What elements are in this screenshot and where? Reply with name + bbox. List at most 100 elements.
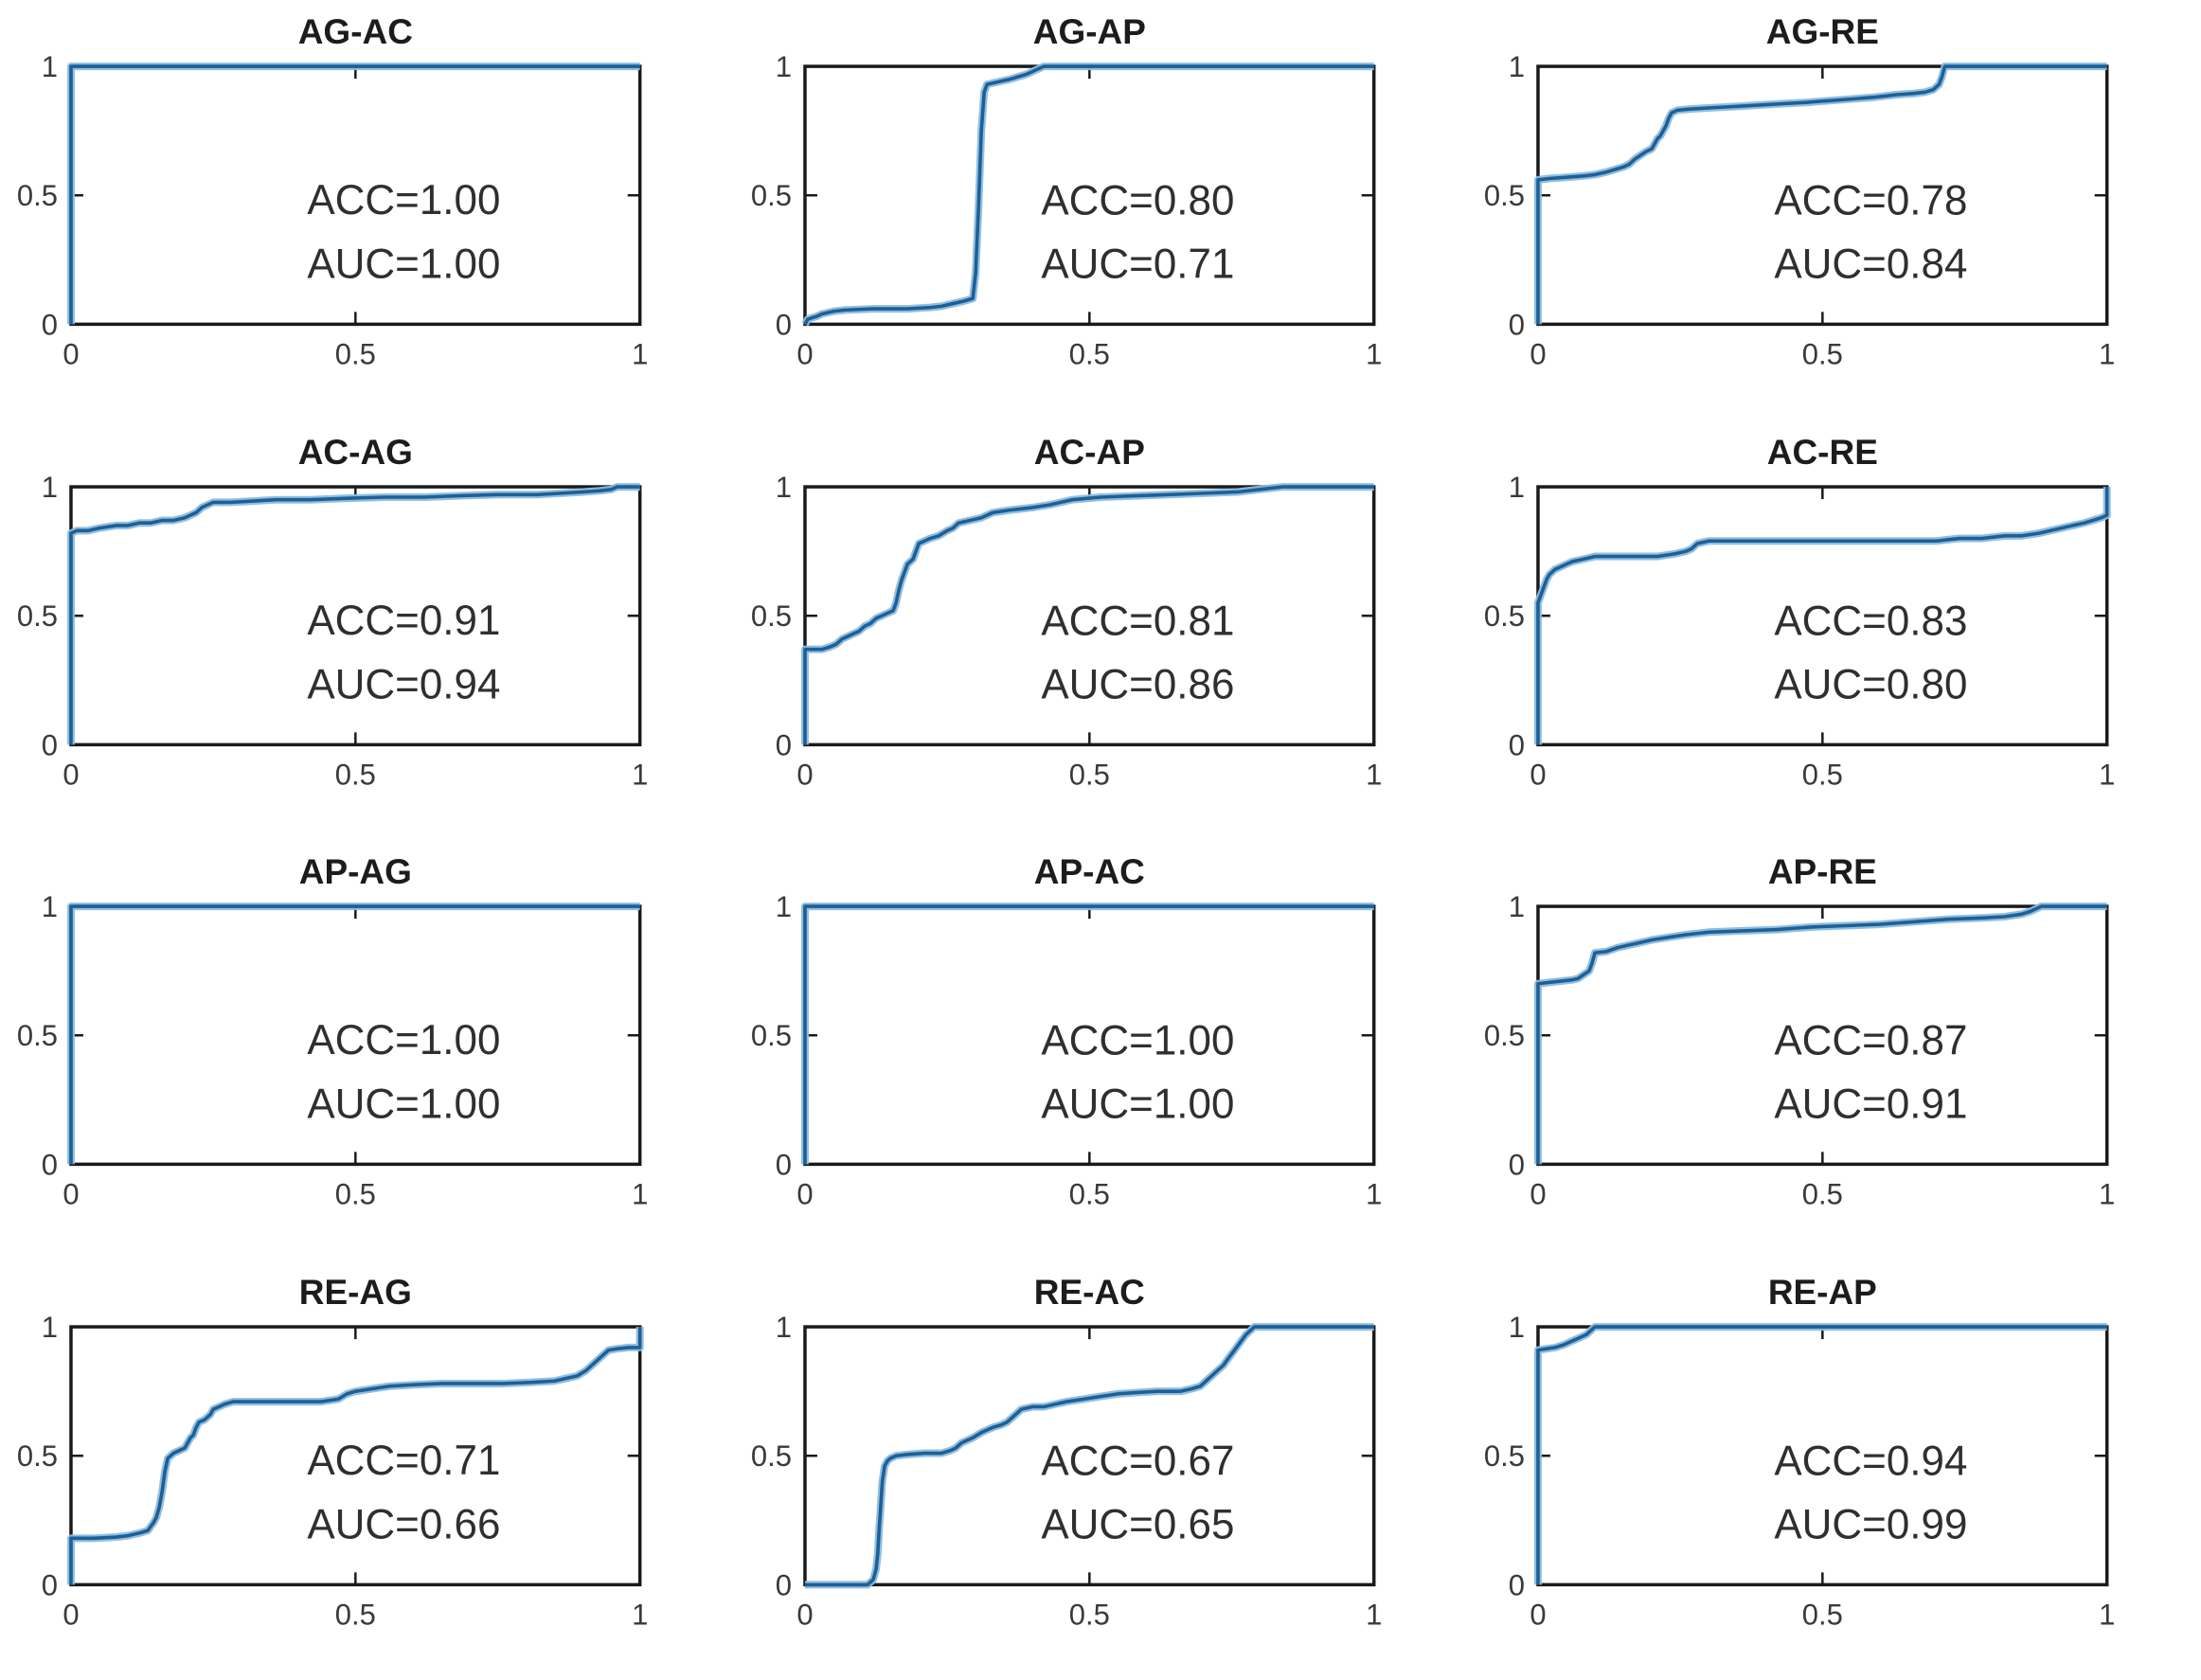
y-tick-label: 0.5 xyxy=(751,1019,792,1052)
acc-annotation: ACC=0.71 xyxy=(307,1438,500,1484)
y-tick-label: 0 xyxy=(42,308,58,341)
y-tick-label: 0 xyxy=(42,1568,58,1601)
x-tick-label: 1 xyxy=(2099,1177,2115,1210)
subplot-title: AP-AG xyxy=(299,851,412,891)
subplot-title: AC-RE xyxy=(1767,432,1878,472)
x-tick-label: 1 xyxy=(632,1598,648,1631)
auc-annotation: AUC=0.65 xyxy=(1041,1501,1234,1547)
acc-annotation: ACC=0.91 xyxy=(307,598,500,644)
acc-annotation: ACC=0.83 xyxy=(1775,598,1968,644)
y-tick-label: 1 xyxy=(1509,50,1525,83)
x-tick-label: 1 xyxy=(1366,337,1382,370)
roc-curve xyxy=(1536,64,2108,325)
auc-annotation: AUC=1.00 xyxy=(307,1081,500,1127)
acc-annotation: ACC=0.78 xyxy=(1775,177,1968,223)
acc-annotation: ACC=1.00 xyxy=(1041,1017,1234,1063)
x-tick-label: 0 xyxy=(796,1177,813,1210)
y-tick-label: 0.5 xyxy=(751,179,792,212)
roc-curve xyxy=(69,904,640,1165)
acc-annotation: ACC=1.00 xyxy=(307,1017,500,1063)
roc-curve xyxy=(1536,1324,2108,1584)
y-tick-label: 0.5 xyxy=(751,599,792,633)
x-tick-label: 0.5 xyxy=(1802,1598,1843,1631)
y-tick-label: 0 xyxy=(775,1568,791,1601)
y-tick-label: 0 xyxy=(1509,308,1525,341)
x-tick-label: 0.5 xyxy=(1802,337,1843,370)
acc-annotation: ACC=0.67 xyxy=(1041,1438,1234,1484)
auc-annotation: AUC=0.80 xyxy=(1775,661,1968,707)
auc-annotation: AUC=0.66 xyxy=(307,1501,500,1547)
y-tick-label: 1 xyxy=(775,471,791,504)
acc-annotation: ACC=0.94 xyxy=(1775,1438,1968,1484)
x-tick-label: 0.5 xyxy=(1802,758,1843,791)
x-tick-label: 1 xyxy=(632,1177,648,1210)
auc-annotation: AUC=0.71 xyxy=(1041,241,1234,287)
y-tick-label: 0 xyxy=(775,308,791,341)
y-tick-label: 0.5 xyxy=(1484,599,1525,633)
roc-curve xyxy=(69,64,640,325)
y-tick-label: 0 xyxy=(42,728,58,761)
y-tick-label: 0.5 xyxy=(17,1019,58,1052)
roc-curve xyxy=(804,1324,1374,1586)
auc-annotation: AUC=0.86 xyxy=(1041,661,1234,707)
y-tick-label: 1 xyxy=(1509,890,1525,923)
acc-annotation: ACC=1.00 xyxy=(307,177,500,223)
x-tick-label: 0.5 xyxy=(1068,1598,1109,1631)
y-tick-label: 0 xyxy=(1509,728,1525,761)
x-tick-label: 0 xyxy=(796,1598,813,1631)
roc-curve xyxy=(1536,486,2109,744)
roc-curve xyxy=(803,64,1374,326)
x-tick-label: 0.5 xyxy=(1068,1177,1109,1210)
x-tick-label: 1 xyxy=(2099,337,2115,370)
x-tick-label: 0 xyxy=(63,1177,79,1210)
acc-annotation: ACC=0.87 xyxy=(1775,1017,1968,1063)
y-tick-label: 0.5 xyxy=(1484,179,1525,212)
y-tick-label: 1 xyxy=(42,890,58,923)
subplot-title: AG-RE xyxy=(1766,11,1879,51)
x-tick-label: 0.5 xyxy=(335,1177,376,1210)
y-tick-label: 1 xyxy=(775,1311,791,1344)
subplot-title: AG-AP xyxy=(1032,11,1145,51)
y-tick-label: 0.5 xyxy=(17,179,58,212)
subplot-title: AC-AP xyxy=(1033,432,1144,472)
x-tick-label: 1 xyxy=(2099,1598,2115,1631)
roc-curve xyxy=(69,1326,642,1584)
x-tick-label: 0.5 xyxy=(335,758,376,791)
auc-annotation: AUC=0.99 xyxy=(1775,1501,1968,1547)
x-tick-label: 1 xyxy=(1366,1598,1382,1631)
y-tick-label: 0 xyxy=(1509,1568,1525,1601)
auc-annotation: AUC=0.94 xyxy=(307,661,500,707)
roc-curve xyxy=(1536,904,2108,1165)
y-tick-label: 1 xyxy=(42,50,58,83)
subplot-title: RE-AP xyxy=(1768,1272,1877,1312)
x-tick-label: 0 xyxy=(63,337,79,370)
x-tick-label: 1 xyxy=(632,758,648,791)
x-tick-label: 0 xyxy=(1530,1177,1547,1210)
y-tick-label: 1 xyxy=(775,890,791,923)
auc-annotation: AUC=0.91 xyxy=(1775,1081,1968,1127)
x-tick-label: 1 xyxy=(1366,1177,1382,1210)
x-tick-label: 0.5 xyxy=(1802,1177,1843,1210)
y-tick-label: 0.5 xyxy=(751,1439,792,1473)
roc-curve xyxy=(69,484,640,744)
y-tick-label: 0.5 xyxy=(1484,1019,1525,1052)
y-tick-label: 0 xyxy=(775,728,791,761)
roc-curve xyxy=(802,904,1374,1165)
y-tick-label: 0 xyxy=(775,1148,791,1181)
y-tick-label: 1 xyxy=(42,1311,58,1344)
